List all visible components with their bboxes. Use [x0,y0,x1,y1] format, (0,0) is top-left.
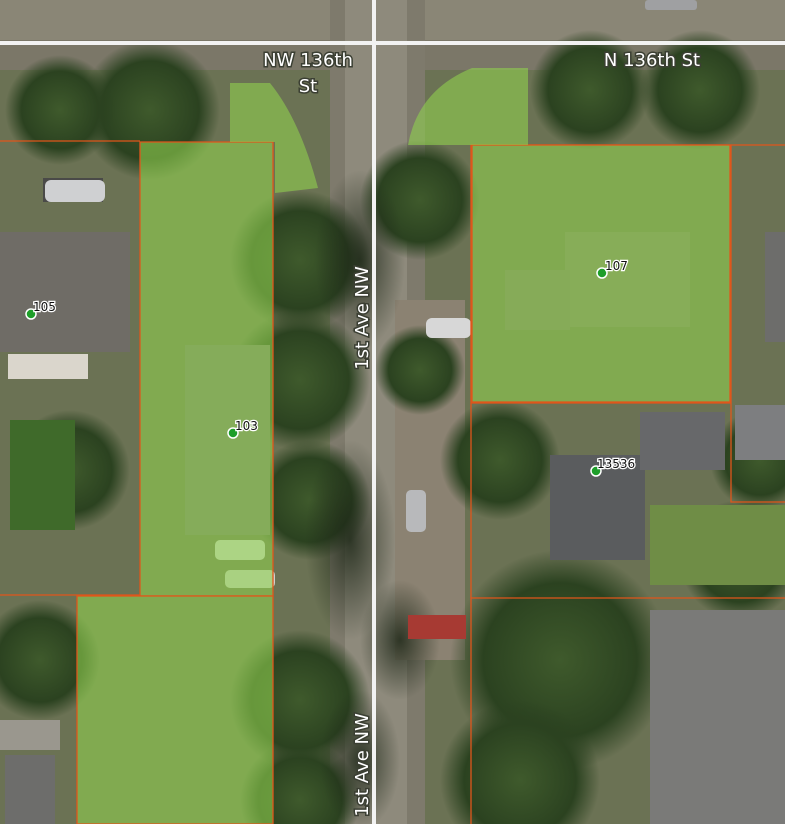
right-of-way-east-corner[interactable] [408,68,528,145]
street-label-nw-136th-line2: St [299,76,317,97]
lawn-east [650,505,785,585]
address-point-105-marker[interactable] [25,308,37,320]
right-of-way-west-corner[interactable] [230,83,318,193]
street-label-nw-136th-line1: NW 136th [263,50,353,71]
address-point-105[interactable]: 105 [25,299,57,320]
parcel-south-west[interactable] [76,595,274,824]
street-label-n-136th: N 136th St [604,50,700,71]
address-point-103-marker[interactable] [227,427,239,439]
parcel-103[interactable] [139,141,274,597]
address-label-105: 105 [33,300,56,314]
address-point-107[interactable]: 107 [596,258,629,279]
address-label-103: 103 [235,419,258,433]
lawn-west [10,420,75,530]
parcel-boundaries [0,140,785,824]
address-point-107-marker[interactable] [596,267,608,279]
address-point-13536-marker[interactable] [590,465,602,477]
address-point-103[interactable]: 103 [227,418,259,439]
address-label-107: 107 [605,259,628,273]
street-label-1st-ave-lower: 1st Ave NW [352,713,373,817]
address-label-13536: 13536 [597,457,635,471]
address-point-13536[interactable]: 13536 [590,456,636,477]
street-label-1st-ave-upper: 1st Ave NW [352,266,373,370]
